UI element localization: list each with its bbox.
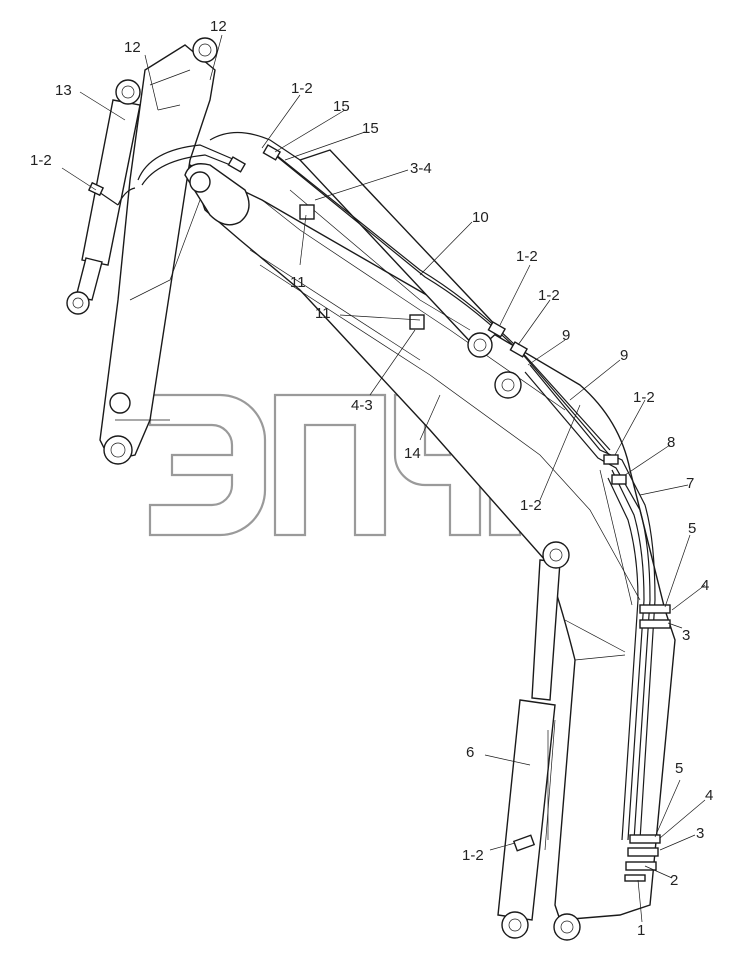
boom-cylinder — [497, 541, 581, 941]
label-1-2-arm-top: 1-2 — [291, 80, 313, 97]
hydraulic-hoses — [95, 131, 656, 841]
label-5-lower: 5 — [675, 760, 683, 777]
fittings — [87, 144, 671, 882]
label-3-lower: 3 — [696, 825, 704, 842]
label-12-right: 12 — [210, 18, 227, 35]
label-1-2-boom-top-left: 1-2 — [516, 248, 538, 265]
stick-arm — [99, 37, 218, 465]
label-15-lower: 15 — [362, 120, 379, 137]
label-3-upper: 3 — [682, 627, 690, 644]
label-8: 8 — [667, 434, 675, 451]
label-9-left: 9 — [562, 327, 570, 344]
label-7: 7 — [686, 475, 694, 492]
label-1-2-cylinder: 1-2 — [30, 152, 52, 169]
label-5-upper: 5 — [688, 520, 696, 537]
bucket-cylinder — [66, 79, 141, 315]
label-6: 6 — [466, 744, 474, 761]
label-1-2-boom-middle: 1-2 — [520, 497, 542, 514]
label-1-2-boom-top-right: 1-2 — [538, 287, 560, 304]
label-1-2-boom-cylinder: 1-2 — [462, 847, 484, 864]
label-4-upper: 4 — [701, 577, 709, 594]
label-1-2-boom-bend: 1-2 — [633, 389, 655, 406]
label-4-3: 4-3 — [351, 397, 373, 414]
callout-labels: 1 2 3 3 4 4 5 5 6 7 8 9 9 10 11 11 12 12… — [30, 18, 713, 939]
label-11-upper: 11 — [290, 274, 306, 291]
label-12-left: 12 — [124, 39, 141, 56]
label-10: 10 — [472, 209, 489, 226]
label-3-4: 3-4 — [410, 160, 432, 177]
label-9-right: 9 — [620, 347, 628, 364]
label-11-lower: 11 — [315, 305, 331, 322]
boom-arm-joint — [184, 163, 250, 226]
label-15-upper: 15 — [333, 98, 350, 115]
label-4-lower: 4 — [705, 787, 713, 804]
label-13: 13 — [55, 82, 72, 99]
label-2: 2 — [670, 872, 678, 889]
label-14: 14 — [404, 445, 421, 462]
leader-lines — [61, 34, 706, 923]
label-1: 1 — [637, 922, 645, 939]
